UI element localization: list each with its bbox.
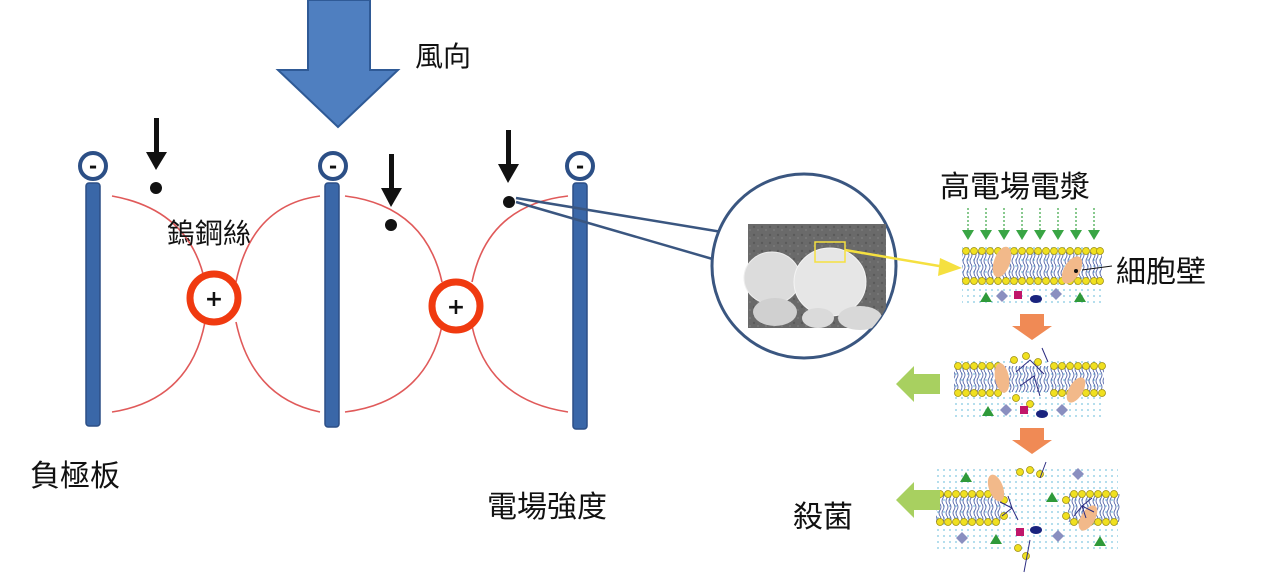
magnifier-icon bbox=[515, 172, 962, 360]
positive-electrode-left: + bbox=[186, 270, 242, 326]
negative-terminal-icon: - bbox=[78, 151, 108, 181]
down-arrow-icon bbox=[146, 118, 167, 194]
membrane-stage-ruptured bbox=[936, 461, 1120, 573]
cell-wall-label: 細胞壁 bbox=[1116, 255, 1206, 290]
particle-arrows bbox=[146, 118, 519, 231]
negative-plate-left: - bbox=[78, 151, 108, 427]
sem-micrograph bbox=[743, 224, 886, 330]
high-field-plasma-label: 高電場電漿 bbox=[940, 170, 1090, 205]
wind-arrow-icon bbox=[275, 0, 401, 129]
back-arrow-icon bbox=[896, 366, 940, 402]
down-arrow-icon bbox=[381, 154, 402, 231]
positive-electrode-icon: + bbox=[205, 287, 223, 312]
stage-arrow-icon bbox=[1012, 428, 1052, 454]
negative-terminal-icon: - bbox=[318, 151, 348, 181]
positive-electrode-icon: + bbox=[447, 295, 465, 320]
svg-text:-: - bbox=[576, 154, 584, 178]
negative-plate-right: - bbox=[565, 151, 595, 430]
back-arrow-icon bbox=[896, 482, 940, 518]
membrane-stage-damaged bbox=[954, 347, 1106, 420]
field-strength-label: 電場強度 bbox=[487, 490, 607, 525]
negative-plate-label: 負極板 bbox=[30, 459, 120, 494]
positive-electrode-right: + bbox=[428, 278, 484, 334]
membrane-stage-intact bbox=[962, 246, 1113, 306]
tungsten-wire-label: 鎢鋼絲 bbox=[167, 217, 251, 250]
wind-direction-label: 風向 bbox=[415, 40, 471, 73]
stage-arrow-icon bbox=[1012, 314, 1052, 340]
negative-plate-middle: - bbox=[318, 151, 348, 428]
negative-terminal-icon: - bbox=[565, 151, 595, 181]
sterilization-label: 殺菌 bbox=[793, 500, 853, 535]
electric-field-lines bbox=[111, 195, 569, 413]
plasma-arrows bbox=[962, 208, 1100, 240]
svg-text:-: - bbox=[329, 154, 337, 178]
down-arrow-icon bbox=[498, 130, 519, 208]
svg-text:-: - bbox=[89, 154, 97, 178]
